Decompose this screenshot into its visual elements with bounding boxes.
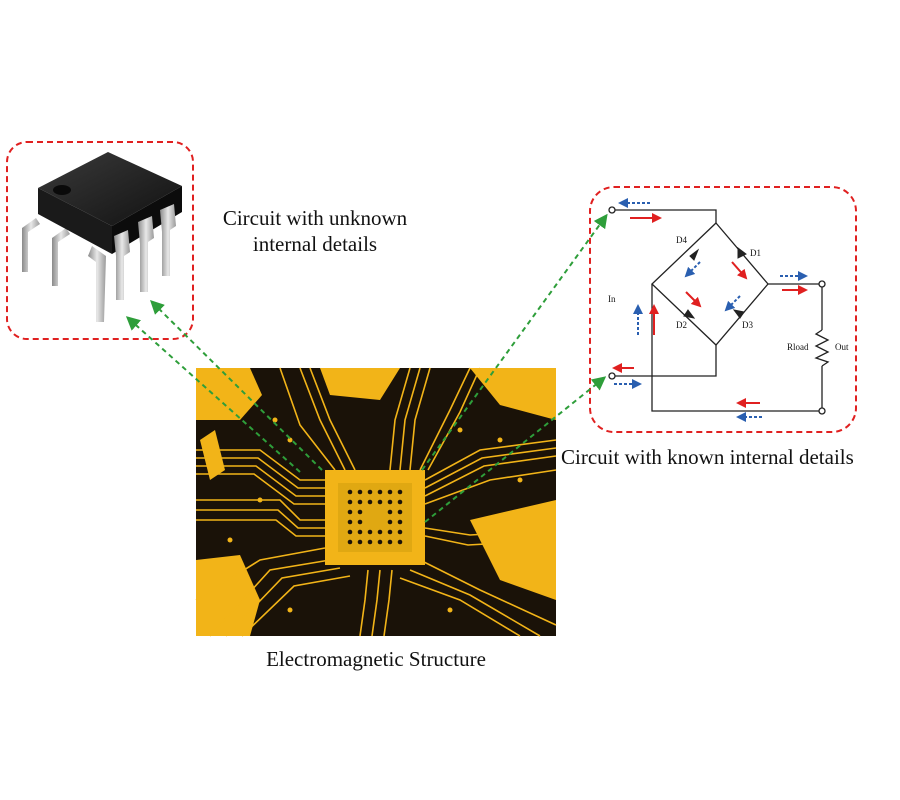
known-circuit-box	[589, 186, 857, 433]
known-circuit-label: Circuit with known internal details	[561, 445, 854, 469]
label-d1: D1	[750, 248, 761, 258]
label-in: In	[608, 294, 616, 304]
pcb-image	[195, 367, 557, 637]
connector-arrows	[125, 213, 608, 523]
electromagnetic-structure-label: Electromagnetic Structure	[266, 647, 486, 671]
label-out: Out	[835, 342, 849, 352]
bridge-rectifier-schematic	[612, 209, 830, 412]
current-arrows-red	[612, 213, 808, 408]
unknown-circuit-box	[6, 141, 194, 340]
label-d3: D3	[742, 320, 753, 330]
label-rload: Rload	[787, 342, 809, 352]
label-d2: D2	[676, 320, 687, 330]
label-d4: D4	[676, 235, 687, 245]
unknown-circuit-label-line1: Circuit with unknown	[222, 206, 408, 230]
unknown-circuit-label: Circuit with unknown internal details	[200, 205, 430, 257]
dip8-chip-icon	[22, 152, 182, 322]
diode-symbols	[683, 247, 747, 319]
unknown-circuit-label-line2: internal details	[252, 232, 378, 256]
terminal-nodes	[608, 206, 826, 415]
current-arrows-blue	[614, 198, 808, 422]
